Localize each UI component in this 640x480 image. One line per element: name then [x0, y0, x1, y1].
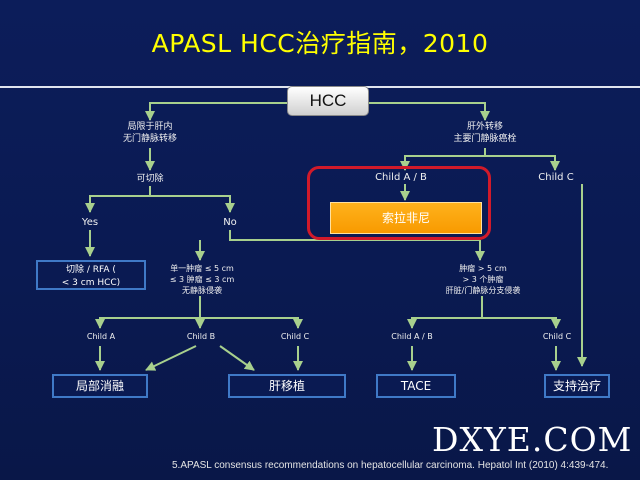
connector-hcc-left: [145, 102, 287, 121]
connector-resectable-split: [85, 186, 151, 213]
local-ablation-box: 局部消融: [52, 374, 148, 398]
right-branch-label: 肝外转移 主要门静脉癌栓: [430, 121, 540, 145]
connector-large-bus: [407, 296, 483, 329]
hcc-root-box: HCC: [287, 86, 369, 116]
watermark: DXYE.COM: [432, 420, 633, 459]
connector-resectable-no: [150, 195, 235, 213]
reference-footnote: 5.APASL consensus recommendations on hep…: [172, 460, 609, 471]
right-branch-line1: 肝外转移: [466, 122, 503, 132]
supportive-care-box: 支持治疗: [544, 374, 610, 398]
slide-title: APASL HCC治疗指南，2010: [151, 29, 489, 58]
connector-right-c: [485, 155, 560, 171]
resection-line1: 切除 / RFA (: [66, 265, 116, 275]
left-branch-line2: 无门静脉转移: [122, 134, 177, 144]
connector-large-c: [482, 317, 561, 329]
child-c-top-label: Child C: [538, 172, 574, 183]
connector-no-bus: [229, 230, 480, 241]
left-branch-label: 局限于肝内 无门静脉转移: [98, 121, 202, 145]
connector-b-ablation: [145, 345, 197, 371]
tace-box: TACE: [376, 374, 456, 398]
liver-transplant-box: 肝移植: [228, 374, 346, 398]
resectable-label: 可切除: [136, 174, 164, 184]
no-label: No: [223, 217, 237, 228]
small-tumor-line3: 无静脉侵袭: [182, 286, 222, 295]
large-tumor-line1: 肿瘤 > 5 cm: [459, 264, 507, 273]
large-tumor-line2: > 3 个肿瘤: [462, 275, 504, 284]
connector-hcc-right: [367, 102, 490, 121]
child-c-right-label: Child C: [542, 332, 572, 341]
child-ab-top-label: Child A / B: [375, 172, 427, 183]
connector-small-bus: [95, 296, 201, 329]
connector-small-c: [200, 317, 303, 329]
child-a-label: Child A: [86, 332, 116, 341]
yes-label: Yes: [81, 217, 99, 228]
left-branch-line1: 局限于肝内: [127, 122, 173, 132]
resection-rfa-box: 切除 / RFA ( < 3 cm HCC): [36, 260, 146, 290]
highlight-box: [307, 166, 491, 240]
small-tumor-line2: ≤ 3 肿瘤 ≤ 3 cm: [169, 275, 235, 284]
right-branch-line2: 主要门静脉癌栓: [453, 134, 517, 144]
child-c-mid-label: Child C: [280, 332, 310, 341]
connector-b-transplant: [219, 345, 255, 371]
small-tumor-criteria: 单一肿瘤 ≤ 5 cm ≤ 3 肿瘤 ≤ 3 cm 无静脉侵袭: [150, 263, 254, 296]
child-b-label: Child B: [186, 332, 216, 341]
resection-line2: < 3 cm HCC): [61, 278, 121, 288]
child-ab-mid-label: Child A / B: [391, 332, 433, 341]
sorafenib-box: 索拉非尼: [330, 202, 482, 234]
large-tumor-criteria: 肿瘤 > 5 cm > 3 个肿瘤 肝脏/门静脉分支侵袭: [428, 263, 538, 296]
large-tumor-line3: 肝脏/门静脉分支侵袭: [445, 286, 521, 295]
small-tumor-line1: 单一肿瘤 ≤ 5 cm: [170, 264, 234, 273]
connector-right-split: [400, 148, 486, 171]
